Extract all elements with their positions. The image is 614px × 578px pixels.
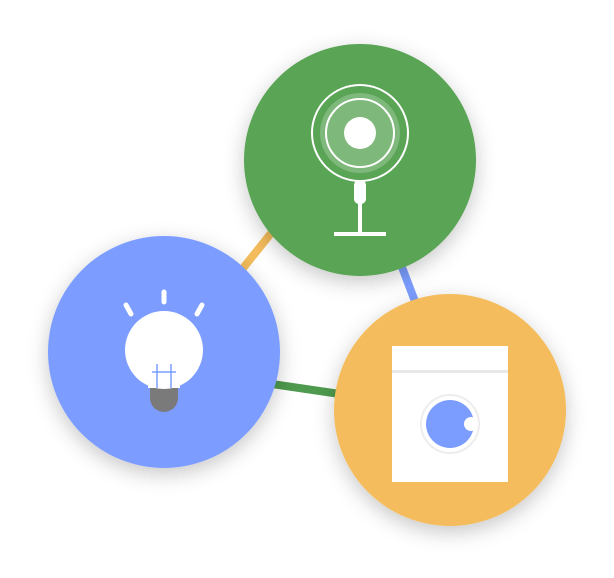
fan-node-circle: [244, 44, 476, 276]
lightbulb-icon: [123, 289, 205, 412]
fan-node[interactable]: [244, 44, 476, 276]
washing-machine-icon: [392, 346, 508, 482]
link-bulb-washer: [271, 380, 341, 398]
bulb-node[interactable]: [48, 236, 280, 468]
fan-icon: [311, 84, 409, 236]
link-fan-washer: [396, 260, 420, 306]
washer-node[interactable]: [334, 294, 566, 526]
link-bulb-fan: [236, 229, 276, 275]
